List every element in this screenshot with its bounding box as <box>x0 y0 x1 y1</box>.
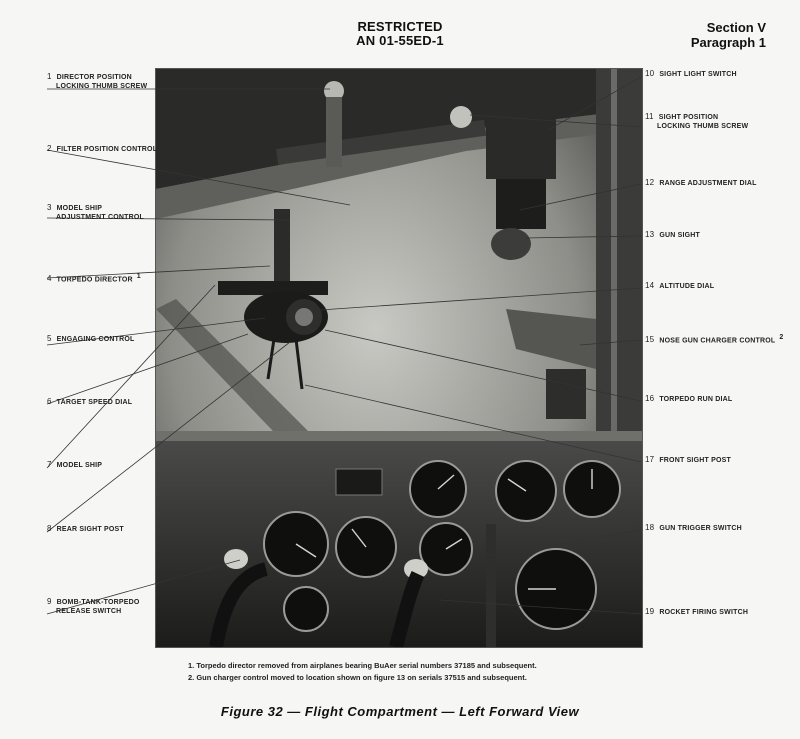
callout-16-line-1: 16 TORPEDO RUN DIAL <box>645 394 732 404</box>
callout-number: 10 <box>645 69 655 78</box>
callout-3-line-1: 3 MODEL SHIP <box>47 203 144 213</box>
footnotes: 1. Torpedo director removed from airplan… <box>188 660 537 684</box>
callout-11-line-1: 11 SIGHT POSITION <box>645 112 748 122</box>
callout-text: SIGHT POSITION <box>658 114 719 121</box>
callout-13: 13 GUN SIGHT <box>645 230 700 240</box>
callout-text: TORPEDO DIRECTOR <box>56 276 133 284</box>
callout-8: 8 REAR SIGHT POST <box>47 524 124 534</box>
callout-8-line-1: 8 REAR SIGHT POST <box>47 524 124 534</box>
callout-number: 17 <box>645 455 655 464</box>
callout-14: 14 ALTITUDE DIAL <box>645 281 714 291</box>
callout-9-line-2: RELEASE SWITCH <box>47 607 140 616</box>
callout-6: 6 TARGET SPEED DIAL <box>47 397 132 407</box>
figure-caption: Figure 32 — Flight Compartment — Left Fo… <box>220 704 580 719</box>
callout-2: 2 FILTER POSITION CONTROL <box>47 144 157 154</box>
callout-number: 6 <box>47 397 52 406</box>
callout-text: BOMB-TANK-TORPEDO <box>56 599 140 606</box>
footnote-2: 2. Gun charger control moved to location… <box>188 673 527 682</box>
callout-6-line-1: 6 TARGET SPEED DIAL <box>47 397 132 407</box>
callout-text: ADJUSTMENT CONTROL <box>56 214 144 221</box>
callout-1: 1 DIRECTOR POSITION LOCKING THUMB SCREW <box>47 72 147 91</box>
callout-text: SIGHT LIGHT SWITCH <box>659 71 737 78</box>
callout-text: MODEL SHIP <box>56 205 103 212</box>
callout-5: 5 ENGAGING CONTROL <box>47 334 135 344</box>
callout-11: 11 SIGHT POSITION LOCKING THUMB SCREW <box>645 112 748 131</box>
callout-9-line-1: 9 BOMB-TANK-TORPEDO <box>47 597 140 607</box>
callout-number: 7 <box>47 460 52 469</box>
callout-1-line-1: 1 DIRECTOR POSITION <box>47 72 147 82</box>
callout-18: 18 GUN TRIGGER SWITCH <box>645 523 742 533</box>
callout-10: 10 SIGHT LIGHT SWITCH <box>645 69 737 79</box>
callout-3-line-2: ADJUSTMENT CONTROL <box>47 213 144 222</box>
callout-text: MODEL SHIP <box>56 462 103 469</box>
callout-2-line-1: 2 FILTER POSITION CONTROL <box>47 144 157 154</box>
callout-number: 19 <box>645 607 655 616</box>
callout-12: 12 RANGE ADJUSTMENT DIAL <box>645 178 757 188</box>
callout-12-line-1: 12 RANGE ADJUSTMENT DIAL <box>645 178 757 188</box>
callout-18-line-1: 18 GUN TRIGGER SWITCH <box>645 523 742 533</box>
callout-text: LOCKING THUMB SCREW <box>657 123 749 130</box>
callout-number: 3 <box>47 203 52 212</box>
callout-text: NOSE GUN CHARGER CONTROL <box>659 337 776 345</box>
section-label: Section V <box>706 20 766 35</box>
callout-number: 2 <box>47 144 52 153</box>
callout-text: ALTITUDE DIAL <box>659 283 715 290</box>
cockpit-photo <box>155 68 643 648</box>
document-number: AN 01-55ED-1 <box>356 33 444 48</box>
callout-16: 16 TORPEDO RUN DIAL <box>645 394 732 404</box>
callout-3: 3 MODEL SHIP ADJUSTMENT CONTROL <box>47 203 144 222</box>
callout-text: TORPEDO RUN DIAL <box>659 396 733 403</box>
callout-text: DIRECTOR POSITION <box>56 74 132 81</box>
callout-text: TARGET SPEED DIAL <box>56 399 133 406</box>
callout-11-line-2: LOCKING THUMB SCREW <box>645 122 748 131</box>
callout-10-line-1: 10 SIGHT LIGHT SWITCH <box>645 69 737 79</box>
callout-number: 13 <box>645 230 655 239</box>
callout-number: 11 <box>645 112 654 121</box>
callout-13-line-1: 13 GUN SIGHT <box>645 230 700 240</box>
callout-17: 17 FRONT SIGHT POST <box>645 455 731 465</box>
callout-number: 18 <box>645 523 655 532</box>
callout-7: 7 MODEL SHIP <box>47 460 102 470</box>
page-header-center: RESTRICTED AN 01-55ED-1 <box>0 20 800 48</box>
callout-7-line-1: 7 MODEL SHIP <box>47 460 102 470</box>
callout-text: REAR SIGHT POST <box>56 526 124 533</box>
callout-number: 15 <box>645 335 655 345</box>
callout-text: ENGAGING CONTROL <box>56 336 135 343</box>
callout-9: 9 BOMB-TANK-TORPEDO RELEASE SWITCH <box>47 597 140 616</box>
callout-5-line-1: 5 ENGAGING CONTROL <box>47 334 135 344</box>
paragraph-label: Paragraph 1 <box>690 35 766 50</box>
callout-17-line-1: 17 FRONT SIGHT POST <box>645 455 731 465</box>
callout-number: 4 <box>47 274 52 284</box>
callout-text: GUN SIGHT <box>659 232 701 239</box>
callout-text: ROCKET FIRING SWITCH <box>659 609 749 616</box>
callout-text: GUN TRIGGER SWITCH <box>659 525 742 532</box>
callout-number: 5 <box>47 334 52 343</box>
callout-number: 1 <box>47 72 52 81</box>
callout-number: 8 <box>47 524 52 533</box>
callout-text: RANGE ADJUSTMENT DIAL <box>659 180 757 187</box>
callout-text: FILTER POSITION CONTROL <box>56 146 158 153</box>
classification-label: RESTRICTED <box>357 19 443 34</box>
callout-number: 12 <box>645 178 655 187</box>
callout-text: LOCKING THUMB SCREW <box>56 83 148 90</box>
callout-number: 16 <box>645 394 655 403</box>
callout-text: RELEASE SWITCH <box>56 608 122 615</box>
page-header-right: Section V Paragraph 1 <box>691 20 766 50</box>
footnote-marker: 1 <box>136 273 141 280</box>
callout-19-line-1: 19 ROCKET FIRING SWITCH <box>645 607 748 617</box>
callout-text: FRONT SIGHT POST <box>659 457 731 464</box>
callout-number: 9 <box>47 597 52 606</box>
callout-number: 14 <box>645 281 655 290</box>
callout-19: 19 ROCKET FIRING SWITCH <box>645 607 748 617</box>
callout-1-line-2: LOCKING THUMB SCREW <box>47 82 147 91</box>
footnote-marker: 2 <box>779 334 784 341</box>
callout-14-line-1: 14 ALTITUDE DIAL <box>645 281 714 291</box>
footnote-1: 1. Torpedo director removed from airplan… <box>188 661 537 670</box>
